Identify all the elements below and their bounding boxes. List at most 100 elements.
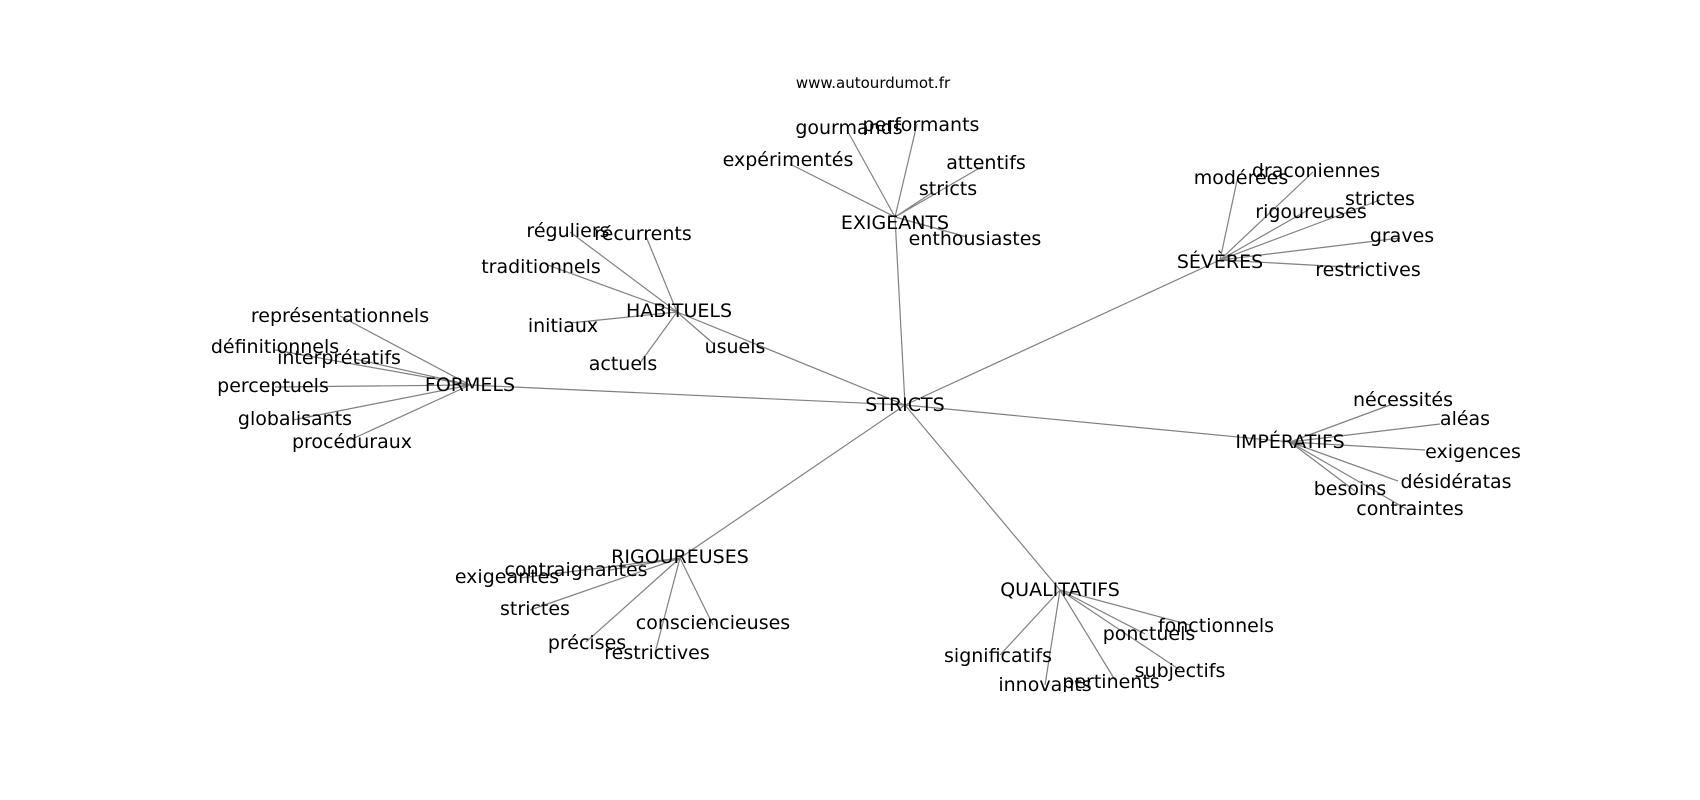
edge-cluster-to-leaf	[639, 311, 678, 364]
center-node-label: STRICTS	[865, 394, 944, 416]
leaf-node-label: besoins	[1314, 478, 1387, 500]
leaf-node-label: initiaux	[528, 315, 598, 337]
edge-cluster-to-leaf	[569, 311, 678, 324]
leaf-node-label: nécessités	[1353, 389, 1453, 411]
leaf-node-label: expérimentés	[723, 149, 854, 171]
leaf-node-label: représentationnels	[251, 305, 429, 327]
cluster-node-label: RIGOUREUSES	[611, 546, 749, 568]
leaf-node-label: innovants	[998, 674, 1091, 696]
leaf-node-label: récurrents	[594, 223, 692, 245]
cluster-node-label: HABITUELS	[626, 300, 732, 322]
leaf-node-label: draconiennes	[1252, 160, 1380, 182]
edge-cluster-to-leaf	[569, 231, 678, 313]
edge-cluster-to-leaf	[1289, 423, 1441, 443]
edge-center-to-cluster	[894, 216, 906, 406]
leaf-node-label: subjectifs	[1135, 660, 1226, 682]
leaf-node-label: globalisants	[238, 408, 352, 430]
edge-cluster-to-leaf	[894, 216, 968, 238]
leaf-node-label: pertinents	[1062, 671, 1159, 693]
leaf-node-label: fonctionnels	[1158, 615, 1274, 637]
edge-cluster-to-leaf	[1044, 589, 1061, 686]
edge-cluster-to-leaf	[1219, 237, 1401, 261]
leaf-node-label: réguliers	[526, 220, 609, 242]
edge-cluster-to-leaf	[1059, 589, 1146, 635]
edge-center-to-cluster	[469, 384, 906, 406]
edge-cluster-to-leaf	[274, 349, 471, 386]
cluster-node-label: FORMELS	[425, 374, 515, 396]
leaf-node-label: aléas	[1440, 408, 1490, 430]
leaf-node-label: contraignantes	[504, 559, 647, 581]
edge-cluster-to-leaf	[654, 557, 681, 654]
edge-cluster-to-leaf	[339, 315, 471, 386]
edge-center-to-cluster	[904, 404, 1061, 591]
edge-cluster-to-leaf	[894, 123, 918, 218]
edge-cluster-to-leaf	[846, 129, 896, 218]
edge-center-to-cluster	[904, 404, 1291, 443]
edge-cluster-to-leaf	[544, 263, 678, 313]
edge-cluster-to-leaf	[1289, 441, 1356, 492]
edge-cluster-to-leaf	[1289, 441, 1409, 511]
leaf-node-label: rigoureuses	[1255, 201, 1366, 223]
cluster-node-label: SÉVÈRES	[1177, 250, 1263, 273]
edges-layer	[274, 123, 1441, 686]
edge-cluster-to-leaf	[789, 163, 896, 218]
edge-cluster-to-leaf	[354, 358, 471, 386]
leaf-node-label: strictes	[500, 598, 570, 620]
leaf-node-label: significatifs	[944, 645, 1052, 667]
leaf-node-label: strictes	[1345, 188, 1415, 210]
edge-cluster-to-leaf	[1289, 404, 1391, 443]
edge-cluster-to-leaf	[274, 384, 471, 388]
leaf-node-label: perceptuels	[217, 375, 329, 397]
edge-cluster-to-leaf	[349, 384, 471, 441]
leaf-node-label: désidératas	[1400, 471, 1511, 493]
leaf-node-label: restrictives	[604, 642, 710, 664]
leaf-node-label: gourmands	[795, 117, 902, 139]
leaf-node-label: attentifs	[946, 152, 1026, 174]
edge-cluster-to-leaf	[585, 557, 681, 643]
cluster-node-label: IMPÉRATIFS	[1235, 430, 1344, 453]
leaf-node-label: interprétatifs	[277, 347, 401, 369]
edge-cluster-to-leaf	[894, 191, 934, 218]
leaf-node-label: performants	[863, 114, 980, 136]
leaf-node-label: enthousiastes	[909, 228, 1042, 250]
edge-cluster-to-leaf	[1219, 175, 1239, 261]
edge-cluster-to-leaf	[894, 165, 984, 218]
edge-cluster-to-leaf	[1059, 589, 1181, 671]
leaf-node-label: actuels	[589, 353, 657, 375]
leaf-node-label: restrictives	[1315, 259, 1421, 281]
leaf-node-label: exigences	[1425, 441, 1521, 463]
edge-cluster-to-leaf	[1219, 199, 1381, 261]
edge-cluster-to-leaf	[519, 557, 681, 579]
edge-cluster-to-leaf	[676, 311, 716, 346]
edge-cluster-to-leaf	[529, 557, 681, 611]
cluster-node-label: EXIGEANTS	[841, 212, 949, 234]
leaf-node-label: traditionnels	[481, 256, 601, 278]
leaf-node-label: définitionnels	[211, 336, 339, 358]
edge-cluster-to-leaf	[644, 233, 678, 313]
leaf-node-label: procéduraux	[292, 431, 412, 453]
source-watermark: www.autourdumot.fr	[796, 74, 951, 92]
leaf-node-label: ponctuels	[1103, 623, 1196, 645]
leaf-node-label: consciencieuses	[636, 612, 790, 634]
edge-center-to-cluster	[904, 259, 1221, 406]
edge-cluster-to-leaf	[1219, 171, 1314, 261]
leaf-node-label: contraintes	[1356, 498, 1463, 520]
leaf-node-label: graves	[1370, 225, 1434, 247]
edge-cluster-to-leaf	[1289, 441, 1426, 451]
edge-cluster-to-leaf	[999, 589, 1061, 656]
edge-cluster-to-leaf	[292, 384, 471, 421]
leaf-node-label: stricts	[919, 178, 977, 200]
cluster-node-label: QUALITATIFS	[1000, 579, 1120, 601]
leaf-node-label: précises	[548, 632, 626, 654]
edge-cluster-to-leaf	[1289, 441, 1399, 482]
edge-cluster-to-leaf	[1059, 589, 1191, 626]
edge-cluster-to-leaf	[1059, 589, 1116, 681]
edge-center-to-cluster	[679, 404, 906, 559]
leaf-node-label: exigeantes	[455, 566, 559, 588]
leaf-node-label: usuels	[705, 336, 766, 358]
leaf-node-label: modérées	[1194, 167, 1289, 189]
edge-cluster-to-leaf	[679, 557, 714, 626]
edge-cluster-to-leaf	[1219, 209, 1309, 261]
